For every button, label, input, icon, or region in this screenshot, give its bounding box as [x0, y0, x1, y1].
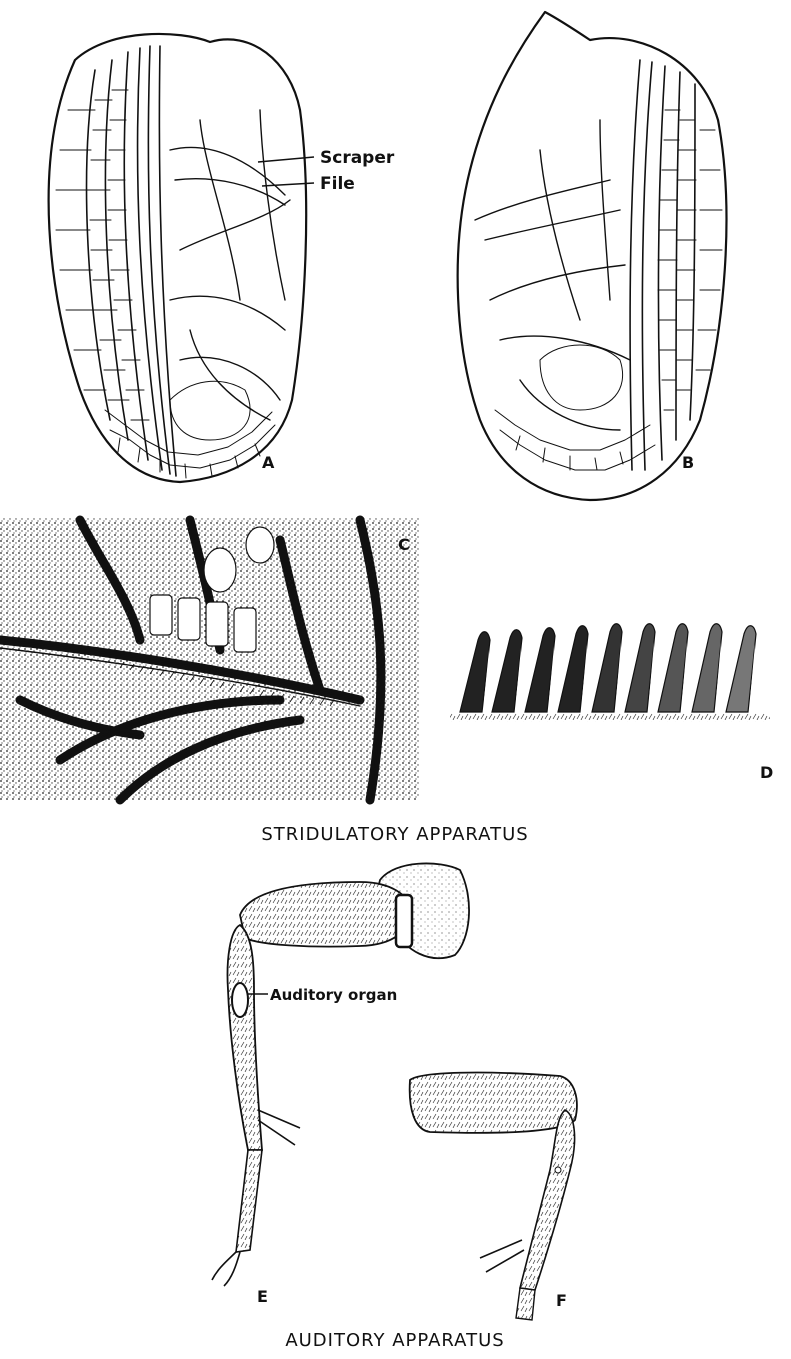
- auditory-organ-label: Auditory organ: [270, 986, 397, 1004]
- leg-f: F: [410, 1073, 577, 1320]
- tarsus: [236, 1150, 262, 1252]
- panel-label-b: B: [682, 453, 694, 472]
- wing-b: B: [458, 12, 727, 500]
- file-label: File: [320, 174, 355, 194]
- caption-auditory-apparatus: AUDITORY APPARATUS: [285, 1330, 504, 1351]
- wing-a: Scraper File A: [49, 34, 395, 482]
- panel-label-a: A: [262, 453, 275, 472]
- file-teeth-d: D: [450, 624, 773, 782]
- scraper-label: Scraper: [320, 148, 395, 168]
- panel-label-e: E: [257, 1287, 268, 1306]
- file-detail-c: C: [0, 518, 420, 800]
- caption-stridulatory-apparatus: STRIDULATORY APPARATUS: [261, 824, 528, 845]
- tibia: [228, 925, 263, 1150]
- femur-f: [410, 1073, 577, 1133]
- tibia-f: [520, 1110, 575, 1290]
- auditory-organ: [232, 983, 248, 1017]
- tooth-row: [460, 624, 756, 712]
- wing-a-outline: [49, 34, 307, 482]
- panel-label-d: D: [760, 763, 773, 782]
- panel-label-c: C: [398, 535, 410, 554]
- femur: [240, 882, 410, 947]
- panel-label-f: F: [556, 1291, 567, 1310]
